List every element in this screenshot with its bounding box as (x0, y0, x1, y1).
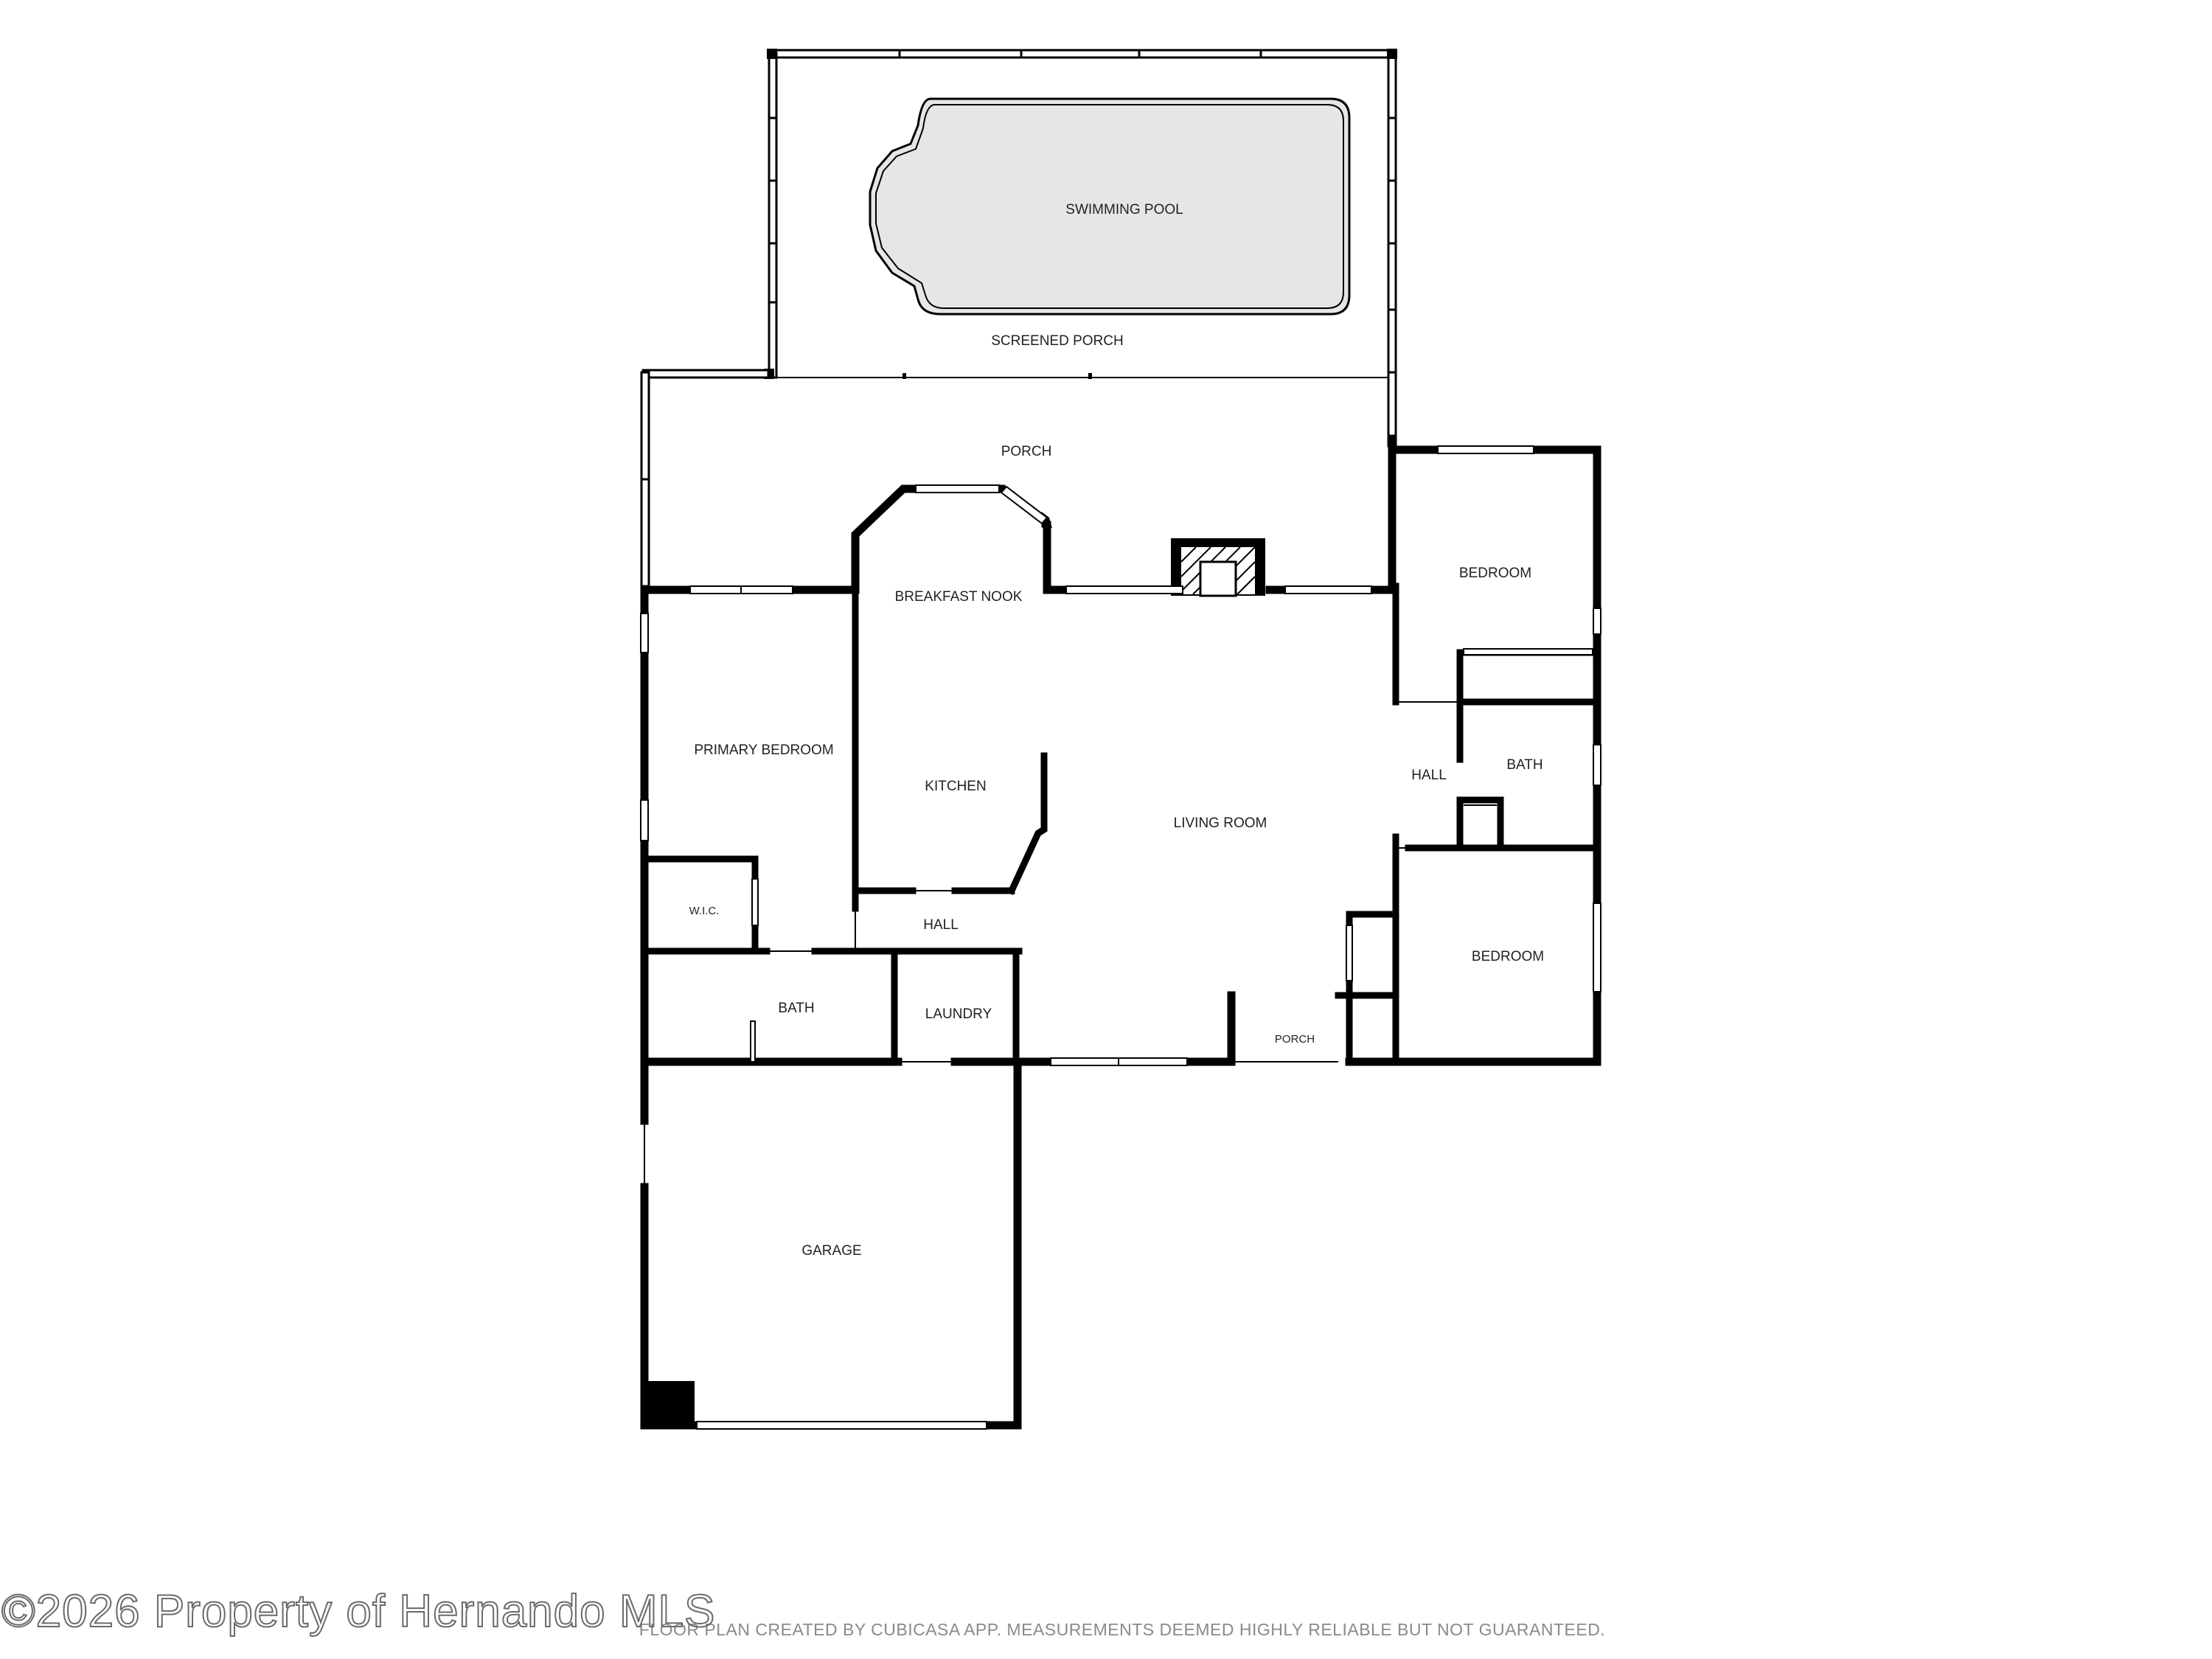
porch-rear-label: PORCH (1001, 444, 1052, 459)
screened-porch-walls (764, 49, 1397, 438)
breakfast-nook-label: BREAKFAST NOOK (895, 589, 1023, 605)
rear-porch-walls (640, 369, 1397, 588)
primary-bedroom-label: PRIMARY BEDROOM (694, 742, 833, 758)
door-jambs (644, 701, 1497, 1187)
interior-walls (645, 582, 1601, 1065)
living-room-label: LIVING ROOM (1174, 815, 1267, 831)
swimming-pool-label: SWIMMING POOL (1065, 202, 1183, 218)
bath-right-label: BATH (1506, 757, 1543, 773)
hall-center-label: HALL (923, 917, 959, 933)
bedroom-upper-label: BEDROOM (1459, 566, 1531, 581)
hall-right-label: HALL (1411, 768, 1447, 783)
garage-corner-block (644, 1381, 695, 1425)
fireplace (1171, 538, 1265, 597)
garage-label: GARAGE (801, 1243, 861, 1259)
kitchen-label: KITCHEN (925, 779, 986, 794)
footer-disclaimer: FLOOR PLAN CREATED BY CUBICASA APP. MEAS… (639, 1620, 1605, 1639)
bedroom-lower-label: BEDROOM (1472, 949, 1544, 964)
watermark-text: ©2026 Property of Hernando MLS (1, 1586, 715, 1637)
porch-front-label: PORCH (1275, 1033, 1315, 1046)
windows (640, 445, 1601, 1430)
laundry-label: LAUNDRY (925, 1006, 992, 1022)
screened-porch-label: SCREENED PORCH (991, 333, 1123, 349)
swimming-pool (869, 97, 1351, 316)
bath-left-label: BATH (778, 1001, 814, 1016)
wic-label: W.I.C. (689, 905, 720, 917)
